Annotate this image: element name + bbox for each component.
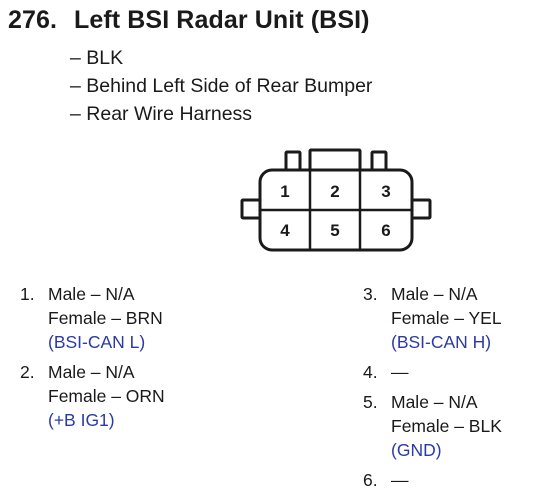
pin-list-right: 3. Male – N/A Female – YEL (BSI-CAN H) 4… (363, 282, 502, 498)
pin-number: 5. (363, 392, 378, 412)
section-number: 276. (8, 6, 58, 34)
pin-female: Female – BRN (48, 308, 163, 328)
pin-label-6: 6 (381, 221, 390, 240)
pin-number: 1. (20, 284, 35, 304)
pin-unused: — (391, 470, 409, 490)
pin-label-1: 1 (280, 182, 289, 201)
pin-function: (BSI-CAN H) (391, 332, 492, 352)
pin-male: Male – N/A (48, 284, 135, 304)
connector-harness: – Rear Wire Harness (70, 103, 253, 125)
pin-function: (+B IG1) (48, 410, 115, 430)
pin-male: Male – N/A (48, 362, 135, 382)
pin-female: Female – YEL (391, 308, 502, 328)
pin-entry: 2. Male – N/A Female – ORN (+B IG1) (20, 360, 165, 432)
pin-label-2: 2 (330, 182, 339, 201)
pin-entry: 6. — (363, 468, 502, 492)
pin-entry: 5. Male – N/A Female – BLK (GND) (363, 390, 502, 462)
pin-function: (BSI-CAN L) (48, 332, 146, 352)
pin-entry: 4. — (363, 360, 502, 384)
pin-list-left: 1. Male – N/A Female – BRN (BSI-CAN L) 2… (20, 282, 165, 438)
pin-number: 6. (363, 470, 378, 490)
component-name: Left BSI Radar Unit (BSI) (74, 6, 370, 34)
component-details: – BLK – Behind Left Side of Rear Bumper … (70, 44, 372, 128)
connector-latch-right (370, 150, 388, 172)
pin-number: 2. (20, 362, 35, 382)
pin-entry: 3. Male – N/A Female – YEL (BSI-CAN H) (363, 282, 502, 354)
pin-function: (GND) (391, 440, 442, 460)
pin-label-3: 3 (381, 182, 390, 201)
pin-male: Male – N/A (391, 392, 478, 412)
connector-location: – Behind Left Side of Rear Bumper (70, 75, 373, 97)
pin-female: Female – ORN (48, 386, 165, 406)
connector-diagram: 1 2 3 4 5 6 (240, 148, 432, 252)
pin-label-4: 4 (280, 221, 290, 240)
pin-entry: 1. Male – N/A Female – BRN (BSI-CAN L) (20, 282, 165, 354)
page-title: 276. Left BSI Radar Unit (BSI) (8, 6, 370, 35)
pin-male: Male – N/A (391, 284, 478, 304)
pin-number: 3. (363, 284, 378, 304)
pin-unused: — (391, 362, 409, 382)
connector-cavity-grid (260, 170, 412, 250)
pin-number: 4. (363, 362, 378, 382)
connector-latch-left (284, 150, 302, 172)
pin-label-5: 5 (330, 221, 339, 240)
pin-female: Female – BLK (391, 416, 502, 436)
connector-color: – BLK (70, 47, 124, 69)
